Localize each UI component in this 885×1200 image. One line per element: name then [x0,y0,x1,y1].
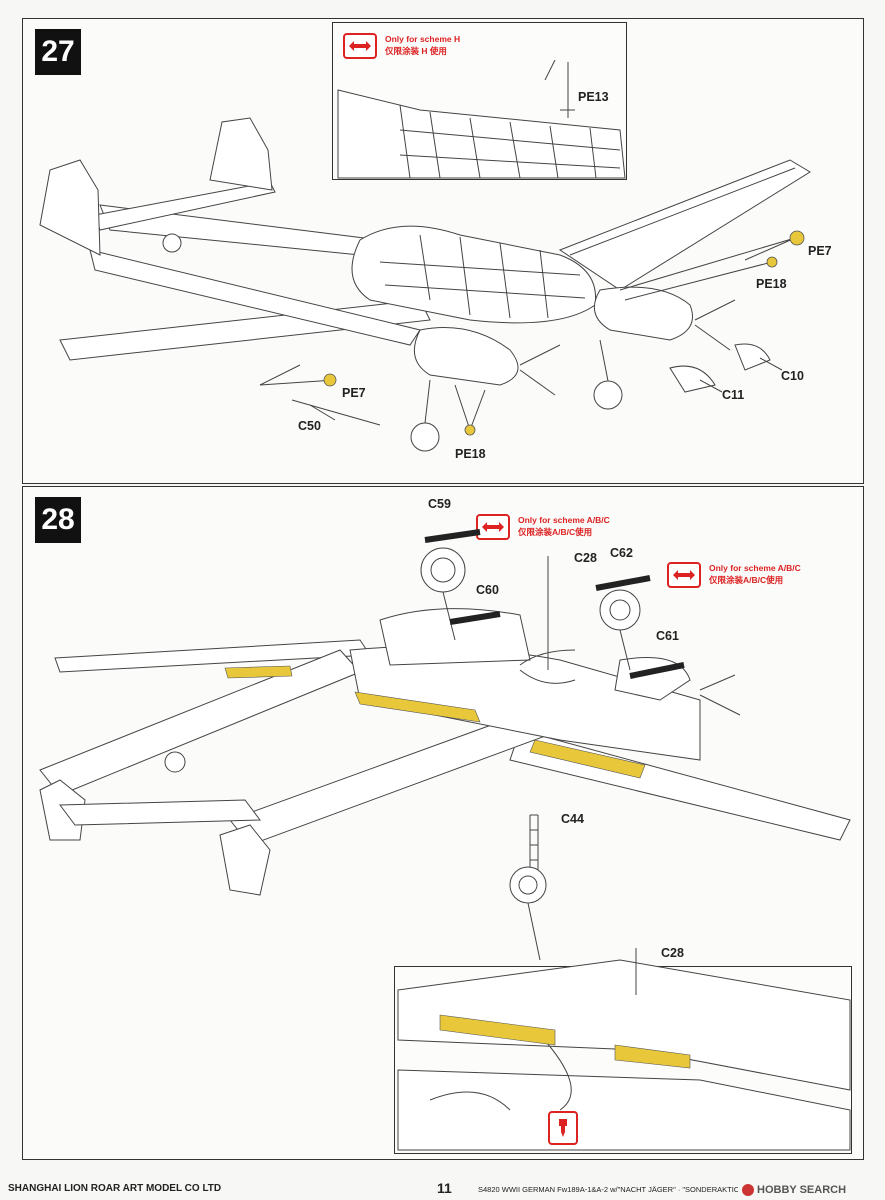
scheme-abc-note-2-cn: 仅限涂装A/B/C使用 [709,575,784,585]
page-number: 11 [437,1180,452,1196]
drill-hole-icon [548,1111,578,1145]
part-label-c28: C28 [574,551,597,565]
part-label-c28-inset: C28 [661,946,684,960]
kit-title: S4820 WWII GERMAN Fw189A-1&A-2 w/"NACHT … [478,1185,738,1194]
part-label-pe18: PE18 [756,277,787,291]
part-label-c60: C60 [476,583,499,597]
scheme-abc-note-2-en: Only for scheme A/B/C [709,563,801,573]
watermark: HOBBY SEARCH [742,1184,846,1196]
swap-arrows-icon [343,33,377,59]
scheme-abc-note-1: Only for scheme A/B/C 仅限涂装A/B/C使用 [476,514,610,540]
scheme-h-note: Only for scheme H 仅限涂装 H 使用 [343,33,460,59]
scheme-h-note-en: Only for scheme H [385,34,461,44]
part-label-c59: C59 [428,497,451,511]
swap-arrows-icon [476,514,510,540]
part-label-c10: C10 [781,369,804,383]
swap-arrows-icon [667,562,701,588]
part-label-pe7-lower: PE7 [342,386,366,400]
step-27-badge: 27 [35,29,81,75]
watermark-text: HOBBY SEARCH [757,1184,847,1196]
hobby-search-logo-icon [742,1184,754,1196]
part-label-c50: C50 [298,419,321,433]
part-label-c11: C11 [722,388,745,402]
step-28-badge: 28 [35,497,81,543]
scheme-h-note-cn: 仅限涂装 H 使用 [385,46,447,56]
part-label-c44: C44 [561,812,584,826]
scheme-abc-note-2: Only for scheme A/B/C 仅限涂装A/B/C使用 [667,562,801,588]
scheme-abc-note-1-en: Only for scheme A/B/C [518,515,610,525]
part-label-pe18-lower: PE18 [455,447,486,461]
footer-company: SHANGHAI LION ROAR ART MODEL CO LTD [8,1183,222,1194]
part-label-c62: C62 [610,546,633,560]
part-label-pe7: PE7 [808,244,832,258]
part-label-c61: C61 [656,629,679,643]
scheme-abc-note-1-cn: 仅限涂装A/B/C使用 [518,527,593,537]
part-label-pe13: PE13 [578,90,609,104]
